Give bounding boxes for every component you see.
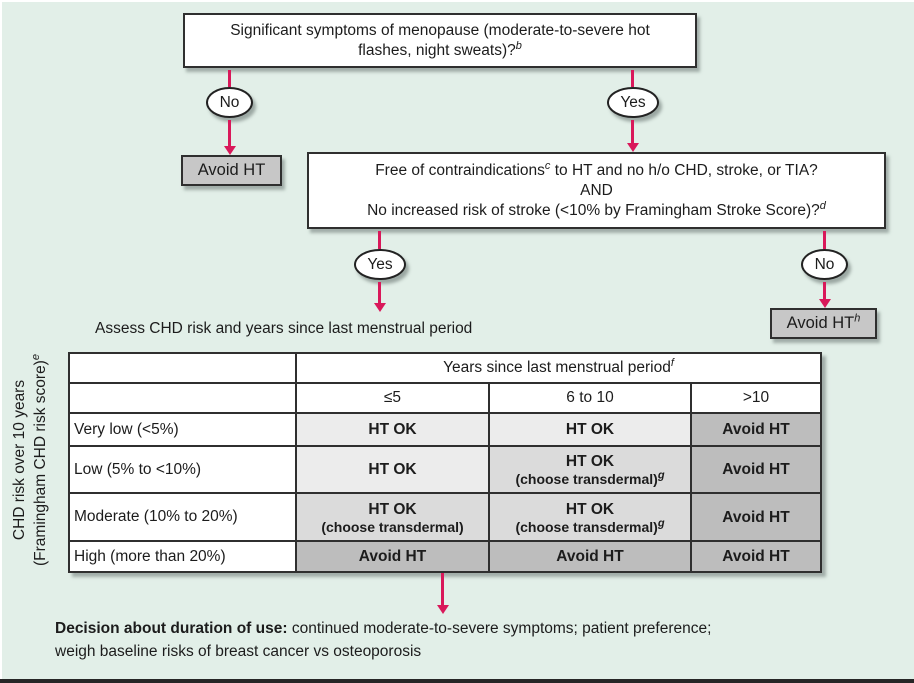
table-cell: HT OK xyxy=(295,412,490,447)
footnote-sup-f: f xyxy=(670,356,674,369)
footnote-sup-h: h xyxy=(854,312,861,325)
decision-oval-no-2: No xyxy=(801,249,848,280)
oval-label: No xyxy=(219,93,240,111)
footnote-sup-b: b xyxy=(515,39,522,52)
corner-cell xyxy=(68,352,297,384)
decision-note-lead: Decision about duration of use: xyxy=(55,620,288,637)
risk-table: Years since last menstrual periodf ≤5 6 … xyxy=(68,352,822,573)
connector-line xyxy=(823,231,826,249)
outcome-text: Avoid HT xyxy=(786,314,855,332)
table-cell: HT OK (choose transdermal)g xyxy=(488,492,692,542)
cell-subtext: (choose transdermal)g xyxy=(494,469,686,487)
row-label: Very low (<5%) xyxy=(68,412,297,447)
row-label: High (more than 20%) xyxy=(68,540,297,573)
cell-value: Avoid HT xyxy=(722,461,790,478)
table-cell: Avoid HT xyxy=(295,540,490,573)
column-group-text: Years since last menstrual period xyxy=(443,359,671,376)
table-cell: HT OK xyxy=(488,412,692,447)
row-label: Moderate (10% to 20%) xyxy=(68,492,297,542)
cell-subtext-main: (choose transdermal) xyxy=(321,518,464,535)
q2-line1-pre: Free of contraindications xyxy=(375,161,545,179)
column-header-gt10: >10 xyxy=(690,382,822,414)
table-cell: Avoid HT xyxy=(690,540,822,573)
connector-line xyxy=(228,70,231,87)
cell-subtext-main: (choose transdermal) xyxy=(515,518,658,535)
question-box-contraindications: Free of contraindicationsc to HT and no … xyxy=(307,152,886,229)
footnote-sup-g: g xyxy=(657,469,665,482)
outcome-label: Avoid HT xyxy=(197,161,266,179)
cell-value: Avoid HT xyxy=(722,421,790,438)
oval-label: Yes xyxy=(620,93,646,111)
question-text-main: Significant symptoms of menopause (moder… xyxy=(230,21,650,59)
cell-value: Avoid HT xyxy=(556,548,624,565)
column-group-header: Years since last menstrual periodf xyxy=(295,352,822,384)
cell-subtext: (choose transdermal) xyxy=(301,519,484,535)
cell-value: HT OK xyxy=(368,461,417,478)
table-axis-label: CHD risk over 10 years (Framingham CHD r… xyxy=(9,330,53,590)
axis-line-2: (Framingham CHD risk score) xyxy=(32,360,49,566)
table-cell: Avoid HT xyxy=(690,492,822,542)
table-row: Low (5% to <10%) HT OK HT OK (choose tra… xyxy=(68,445,822,494)
cell-value: HT OK xyxy=(368,500,417,518)
cell-subtext-main: (choose transdermal) xyxy=(515,471,658,487)
oval-label: No xyxy=(814,255,835,273)
table-subheader-row: ≤5 6 to 10 >10 xyxy=(68,382,822,414)
footnote-sup-g: g xyxy=(657,516,665,529)
corner-cell xyxy=(68,382,297,414)
q2-line2: AND xyxy=(580,181,613,199)
decision-oval-yes-2: Yes xyxy=(354,249,406,280)
table-header-row: Years since last menstrual periodf xyxy=(68,352,822,384)
decision-note-rest: continued moderate-to-severe symptoms; p… xyxy=(287,620,712,637)
cell-value: Avoid HT xyxy=(358,548,427,565)
q2-line3-pre: No increased risk of stroke (<10% by Fra… xyxy=(367,201,820,219)
cell-value: HT OK xyxy=(565,453,615,470)
table-cell: Avoid HT xyxy=(690,412,822,447)
cell-value: HT OK xyxy=(368,421,417,438)
cell-subtext: (choose transdermal)g xyxy=(494,516,686,535)
arrow-down-icon xyxy=(823,282,826,299)
arrow-down-icon xyxy=(631,120,634,143)
outcome-label: Avoid HTh xyxy=(786,312,861,333)
decision-note: Decision about duration of use: continue… xyxy=(55,617,900,663)
table-cell: HT OK (choose transdermal) xyxy=(295,492,490,542)
q2-line1-post: to HT and no h/o CHD, stroke, or TIA? xyxy=(550,161,818,179)
row-label: Low (5% to <10%) xyxy=(68,445,297,494)
question-text: Free of contraindicationsc to HT and no … xyxy=(367,159,826,221)
decision-oval-no-1: No xyxy=(206,87,253,118)
oval-label: Yes xyxy=(367,255,393,273)
cell-value: Avoid HT xyxy=(722,548,790,565)
connector-line xyxy=(378,231,381,249)
table-row: Very low (<5%) HT OK HT OK Avoid HT xyxy=(68,412,822,447)
decision-oval-yes-1: Yes xyxy=(607,87,659,118)
table-caption: Assess CHD risk and years since last men… xyxy=(95,320,473,337)
table-row: High (more than 20%) Avoid HT Avoid HT A… xyxy=(68,540,822,573)
footnote-sup-c: c xyxy=(544,159,551,172)
question-text: Significant symptoms of menopause (moder… xyxy=(224,21,656,61)
question-box-symptoms: Significant symptoms of menopause (moder… xyxy=(183,13,697,68)
outcome-box-avoid-ht-1: Avoid HT xyxy=(181,155,282,186)
axis-line-1: CHD risk over 10 years xyxy=(11,379,28,541)
connector-line xyxy=(631,70,634,87)
outcome-box-avoid-ht-2: Avoid HTh xyxy=(770,308,877,339)
column-header-6to10: 6 to 10 xyxy=(488,382,692,414)
cell-value: Avoid HT xyxy=(722,508,790,526)
footnote-sup-d: d xyxy=(819,199,826,212)
table-cell: HT OK (choose transdermal)g xyxy=(488,445,692,494)
column-header-le5: ≤5 xyxy=(295,382,490,414)
footnote-sup-e: e xyxy=(29,354,42,361)
table-cell: Avoid HT xyxy=(488,540,692,573)
bottom-border-bar xyxy=(0,679,914,683)
arrow-down-icon xyxy=(378,282,381,303)
arrow-down-icon xyxy=(441,573,444,605)
cell-value: HT OK xyxy=(565,500,615,518)
table-cell: HT OK xyxy=(295,445,490,494)
arrow-down-icon xyxy=(228,120,231,146)
table-row: Moderate (10% to 20%) HT OK (choose tran… xyxy=(68,492,822,542)
decision-note-line2: weigh baseline risks of breast cancer vs… xyxy=(55,643,422,660)
cell-value: HT OK xyxy=(565,421,615,438)
table-cell: Avoid HT xyxy=(690,445,822,494)
